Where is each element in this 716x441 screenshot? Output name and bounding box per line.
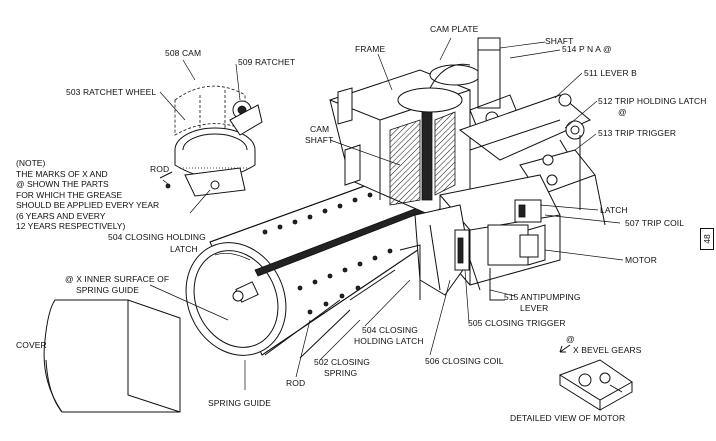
- label-trip-trigger: 513 TRIP TRIGGER: [598, 128, 677, 138]
- note-line-7: 12 YEARS RESPECTIVELY): [16, 221, 126, 231]
- label-bevel-mark: @: [566, 334, 575, 344]
- label-trip-coil: 507 TRIP COIL: [625, 218, 685, 228]
- label-cam-plate: CAM PLATE: [430, 24, 479, 34]
- label-inner-surface-1: @ X INNER SURFACE OF: [65, 274, 170, 284]
- label-rod-bottom: ROD: [286, 378, 306, 388]
- page-number: 48: [702, 234, 712, 244]
- label-cam-shaft-1: CAM: [310, 124, 330, 134]
- label-detailed-view-of-motor: DETAILED VIEW OF MOTOR: [510, 413, 626, 423]
- label-closing-spring-2: SPRING: [324, 368, 358, 378]
- note-line-3: @ SHOWN THE PARTS: [16, 179, 109, 189]
- label-ratchet-wheel: 503 RATCHET WHEEL: [66, 87, 157, 97]
- cylinder-holes: [262, 192, 393, 315]
- label-closing-holding-latch-left-1: 504 CLOSING HOLDING: [108, 232, 206, 242]
- label-trip-holding-latch-mark: @: [618, 107, 627, 117]
- label-closing-coil: 506 CLOSING COIL: [425, 356, 504, 366]
- label-cam-shaft-2: SHAFT: [305, 135, 334, 145]
- closing-latch-area: [399, 204, 505, 301]
- spring-guide-cylinder: [185, 174, 441, 356]
- note-line-5: SHOULD BE APPLIED EVERY YEAR: [16, 200, 160, 210]
- label-closing-trigger: 505 CLOSING TRIGGER: [468, 318, 566, 328]
- cam-plate: [397, 37, 521, 136]
- page-number-box: 48: [700, 228, 714, 250]
- note-line-6: (6 YEARS AND EVERY: [16, 210, 106, 221]
- label-rod-top: ROD: [150, 164, 170, 174]
- label-latch: LATCH: [600, 205, 628, 215]
- label-closing-spring-1: 502 CLOSING: [314, 357, 370, 367]
- ratchet-wheel-assembly: [159, 85, 263, 197]
- label-closing-holding-latch-mid-1: 504 CLOSING: [362, 325, 418, 335]
- lower-rods: [264, 269, 396, 359]
- label-bevel-gears: X BEVEL GEARS: [573, 345, 642, 355]
- cover-panel: [43, 299, 181, 413]
- note-line-4: FOR WHICH THE GREASE: [16, 189, 123, 200]
- label-trip-holding-latch: 512 TRIP HOLDING LATCH: [598, 96, 707, 106]
- label-motor: MOTOR: [625, 255, 657, 265]
- motor-detail: [558, 344, 633, 411]
- note-line-1: (NOTE): [16, 158, 46, 168]
- trip-mechanism: [458, 93, 606, 226]
- label-shaft: SHAFT: [545, 36, 574, 46]
- label-antipumping-1: 515 ANTIPUMPING: [504, 292, 581, 302]
- label-frame: FRAME: [355, 44, 386, 54]
- label-antipumping-2: LEVER: [520, 303, 549, 313]
- grease-note: (NOTE) THE MARKS OF X AND @ SHOWN THE PA…: [16, 158, 159, 232]
- leader-lines: [149, 37, 624, 390]
- label-closing-holding-latch-left-2: LATCH: [170, 244, 198, 254]
- label-spring-guide: SPRING GUIDE: [208, 398, 272, 408]
- label-cover: COVER: [16, 340, 47, 350]
- note-line-2: THE MARKS OF X AND: [16, 168, 108, 179]
- label-pna: 514 P N A @: [562, 44, 612, 54]
- label-lever-b: 511 LEVER B: [584, 68, 637, 78]
- label-closing-holding-latch-mid-2: HOLDING LATCH: [354, 336, 424, 346]
- label-inner-surface-2: SPRING GUIDE: [76, 285, 140, 295]
- label-ratchet: 509 RATCHET: [238, 57, 296, 67]
- label-cam: 508 CAM: [165, 48, 202, 58]
